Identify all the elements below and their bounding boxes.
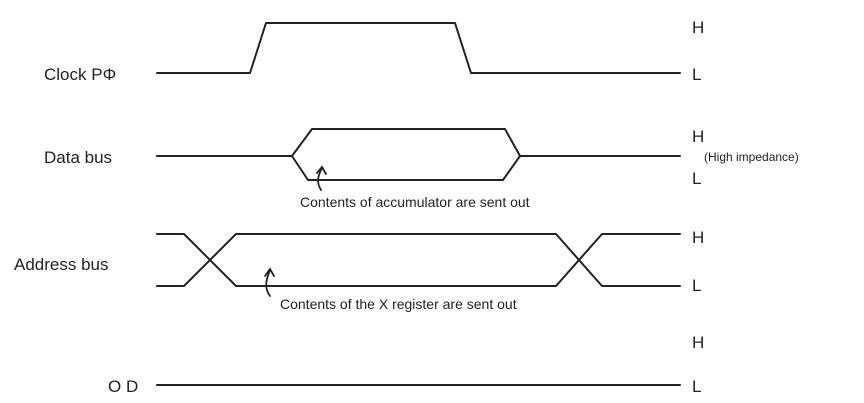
address-bus-waveform-low [156, 233, 681, 287]
data-bus-annotation-arrow [316, 165, 327, 191]
data-bus-low-level: L [692, 169, 701, 188]
clock-waveform [156, 22, 681, 74]
data-bus-label: Data bus [44, 148, 112, 167]
od-low-level: L [692, 377, 701, 396]
data-bus-waveform-lower [291, 155, 521, 181]
address-bus-high-level: H [692, 228, 704, 247]
address-bus-low-level: L [692, 276, 701, 295]
clock-low-level: L [692, 65, 701, 84]
data-bus-impedance-note: (High impedance) [704, 150, 799, 164]
address-bus-annotation-arrow [264, 267, 275, 297]
od-high-level: H [692, 333, 704, 352]
address-bus-label: Address bus [14, 255, 109, 274]
clock-high-level: H [692, 18, 704, 37]
data-bus-high-level: H [692, 127, 704, 146]
clock-label: Clock PΦ [44, 65, 116, 84]
data-bus-annotation: Contents of accumulator are sent out [300, 194, 530, 210]
address-bus-waveform-high [156, 233, 681, 287]
data-bus-waveform-upper [291, 128, 521, 157]
address-bus-annotation: Contents of the X register are sent out [280, 296, 517, 312]
od-label: O D [108, 377, 138, 396]
